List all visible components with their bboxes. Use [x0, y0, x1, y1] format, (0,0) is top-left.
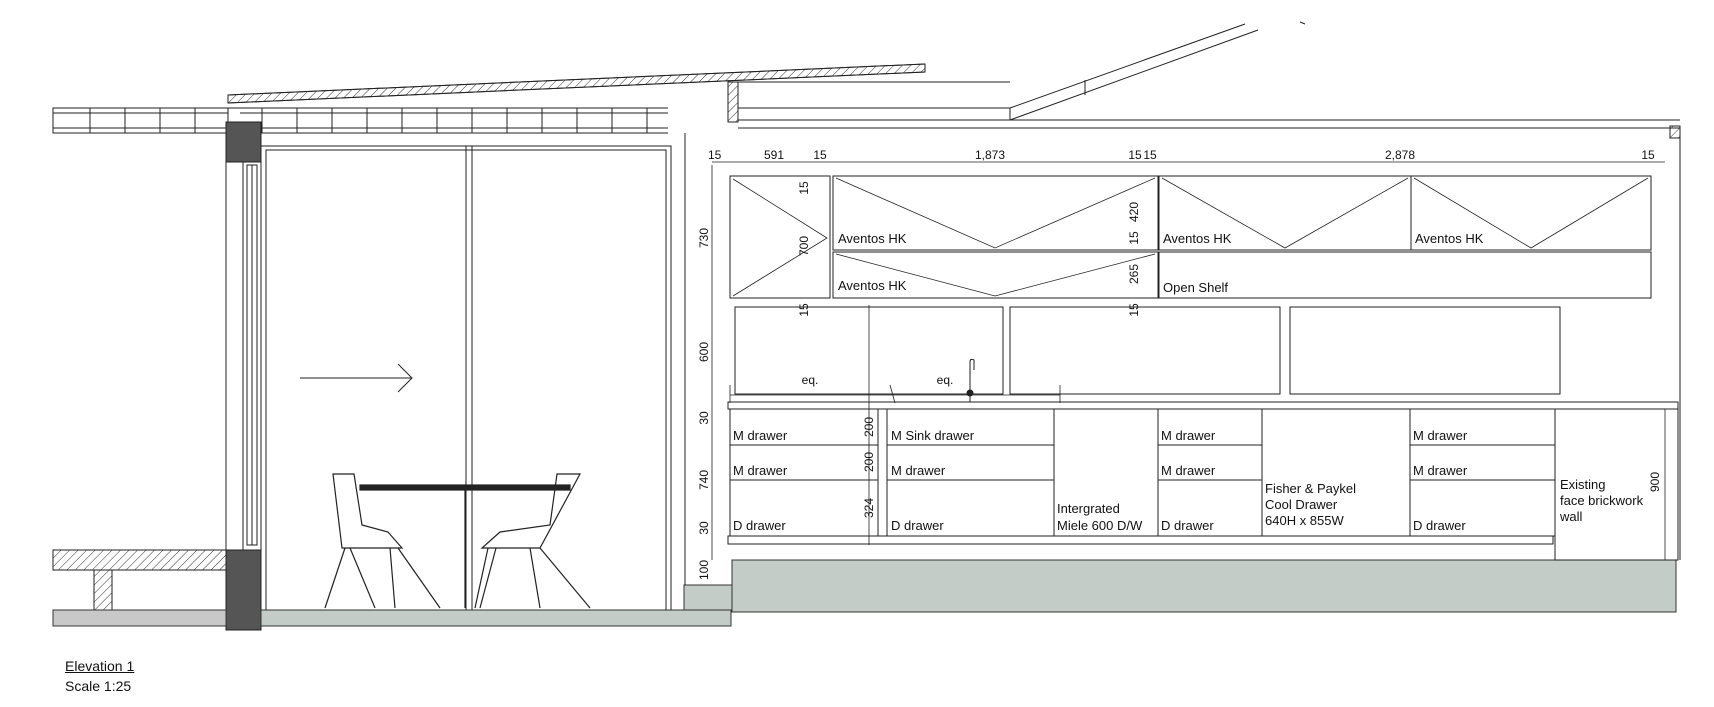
dim-left-15c: 15	[1127, 231, 1141, 245]
base-label-10: M drawer	[1413, 428, 1468, 443]
dim-top-15d: 15	[1143, 148, 1157, 162]
overhead-label-1: Aventos HK	[838, 231, 907, 246]
slide-arrow-icon	[300, 363, 413, 393]
dining-table-and-chairs	[324, 473, 591, 609]
dim-top-15c: 15	[1128, 148, 1142, 162]
dim-left-30a: 30	[697, 411, 711, 425]
drawing-title: Elevation 1	[65, 658, 135, 674]
kitchen-elevation	[684, 128, 1681, 585]
dim-left-730: 730	[697, 228, 711, 248]
dim-left-700: 700	[797, 236, 811, 256]
dim-left-740: 740	[697, 470, 711, 490]
overhead-labels: Aventos HK Aventos HK Aventos HK Aventos…	[838, 231, 1484, 295]
base-label-4: M Sink drawer	[891, 428, 975, 443]
dim-top-591: 591	[764, 148, 784, 162]
dim-inner-200b: 200	[862, 452, 876, 472]
dim-inner-200a: 200	[862, 417, 876, 437]
dim-left-30b: 30	[697, 521, 711, 535]
wall-note-line-2: face brickwork	[1560, 493, 1644, 508]
cool-drawer-label-2: Cool Drawer	[1265, 497, 1338, 512]
base-label-5: M drawer	[891, 463, 946, 478]
base-label-6: D drawer	[891, 518, 944, 533]
glass-door	[260, 145, 672, 611]
dim-left-15a: 15	[797, 181, 811, 195]
dimension-labels-left: 730 15 700 15 420 15 265 15 600 30 740 3…	[697, 181, 1141, 580]
dim-left-15b: 15	[797, 303, 811, 317]
ground	[52, 559, 1677, 627]
left-wall	[225, 121, 262, 631]
drawing-scale: Scale 1:25	[65, 678, 132, 694]
dim-eq-a: eq.	[802, 373, 819, 387]
base-label-12: D drawer	[1413, 518, 1466, 533]
roof-structure	[52, 21, 1681, 139]
dimension-lines	[711, 161, 1666, 560]
dim-top-15a: 15	[708, 148, 722, 162]
dim-top-15e: 15	[1641, 148, 1655, 162]
cool-drawer-label-1: Fisher & Paykel	[1265, 481, 1356, 496]
base-labels: M drawer M drawer D drawer M Sink drawer…	[733, 428, 1468, 533]
outdoor-bench	[52, 549, 227, 611]
dim-left-265: 265	[1127, 264, 1141, 284]
base-label-7: M drawer	[1161, 428, 1216, 443]
dim-inner-324: 324	[862, 498, 876, 518]
dishwasher-label-2: Miele 600 D/W	[1057, 518, 1143, 533]
dimension-labels-inner: 200 200 324 eq. eq. 900	[802, 373, 1662, 518]
base-label-1: M drawer	[733, 428, 788, 443]
tap-icon	[900, 358, 1010, 403]
dim-left-15d: 15	[1127, 303, 1141, 317]
base-label-11: M drawer	[1413, 463, 1468, 478]
dim-top-1873: 1,873	[975, 148, 1005, 162]
base-label-3: D drawer	[733, 518, 786, 533]
base-cabinets	[727, 408, 1679, 561]
wall-note-line-3: wall	[1559, 509, 1583, 524]
base-label-8: M drawer	[1161, 463, 1216, 478]
dim-right-900: 900	[1648, 472, 1662, 492]
dim-left-100: 100	[697, 560, 711, 580]
dimension-labels-top: 15 591 15 1,873 15 15 2,878 15	[708, 148, 1655, 162]
overhead-label-2: Aventos HK	[838, 278, 907, 293]
overhead-label-3: Aventos HK	[1163, 231, 1232, 246]
dim-top-2878: 2,878	[1385, 148, 1415, 162]
wall-note: Existing face brickwork wall	[1559, 477, 1644, 524]
wall-note-line-1: Existing	[1560, 477, 1606, 492]
dim-top-15b: 15	[813, 148, 827, 162]
overhead-cabinets	[729, 175, 1652, 299]
open-shelf-label: Open Shelf	[1163, 280, 1228, 295]
dim-left-420: 420	[1127, 202, 1141, 222]
dim-eq-b: eq.	[937, 373, 954, 387]
cool-drawer-label-3: 640H x 855W	[1265, 513, 1344, 528]
splashback-panels	[734, 306, 1561, 395]
base-label-2: M drawer	[733, 463, 788, 478]
base-label-9: D drawer	[1161, 518, 1214, 533]
dishwasher-label-1: Intergrated	[1057, 501, 1120, 516]
overhead-label-4: Aventos HK	[1415, 231, 1484, 246]
dim-left-600: 600	[697, 342, 711, 362]
roof-battens	[89, 108, 648, 133]
